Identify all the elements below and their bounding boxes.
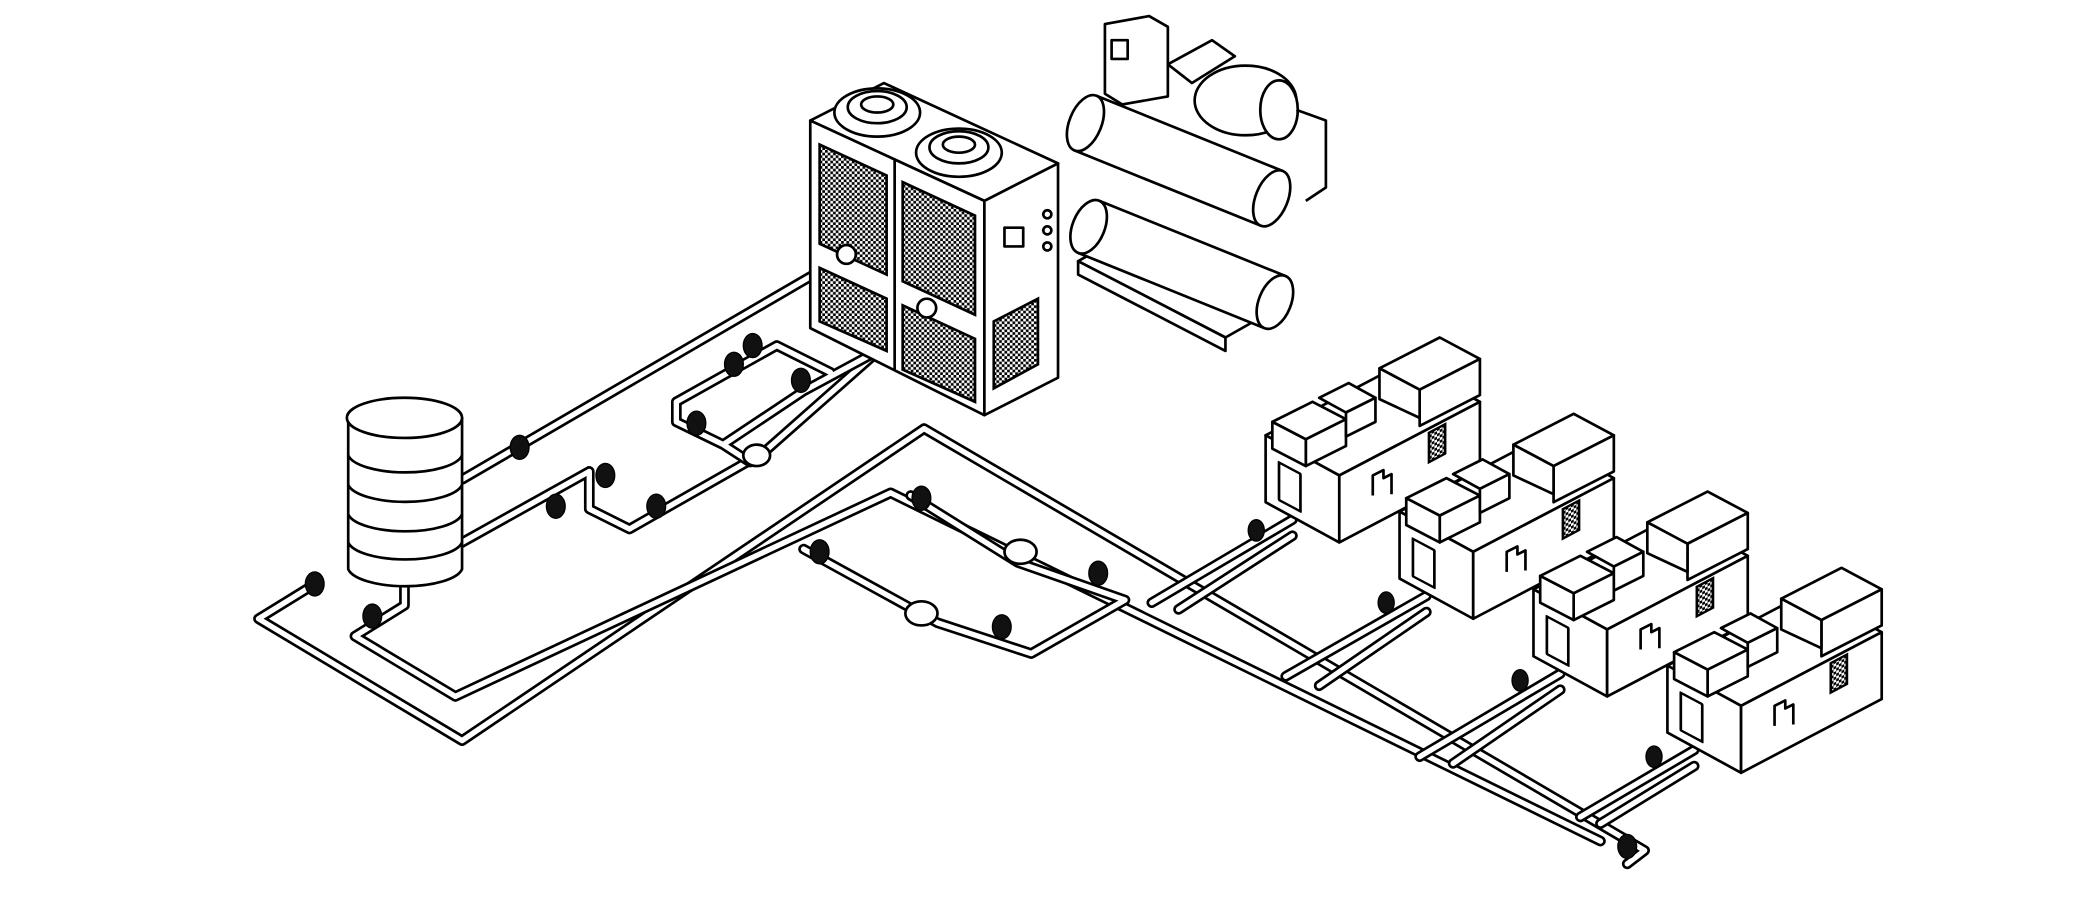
valve-icon <box>790 367 811 394</box>
valve-icon <box>509 434 530 461</box>
fan-icon <box>833 87 922 138</box>
valve-icon <box>595 462 616 489</box>
valve-icon <box>1617 833 1638 860</box>
air-cooled-chiller <box>808 81 1060 417</box>
valve-icon <box>991 614 1012 640</box>
valve-icon <box>304 571 325 597</box>
water-cooled-chiller <box>1065 14 1328 353</box>
fan-icon <box>914 127 1004 179</box>
valve-icon <box>362 603 383 629</box>
valve-icon <box>1377 591 1395 615</box>
ahu-branch-pipes <box>1146 514 1700 830</box>
valve-icon <box>545 493 566 519</box>
compressor <box>1166 38 1328 203</box>
pump-icon <box>741 443 1038 627</box>
valve-icon <box>686 410 707 436</box>
valve-icon <box>1247 518 1265 542</box>
valve-icon <box>1088 560 1109 586</box>
valve-icon <box>911 485 932 511</box>
valve-icon <box>646 493 667 519</box>
valve-icon <box>742 332 763 359</box>
tank-to-chiller-pipe-lower <box>456 305 930 548</box>
valve-icon <box>723 351 744 378</box>
valve-icon <box>809 539 830 565</box>
valve-icon <box>1645 745 1663 769</box>
valves <box>304 332 1663 860</box>
storage-tank <box>345 396 464 588</box>
valve-icon <box>1511 668 1529 692</box>
